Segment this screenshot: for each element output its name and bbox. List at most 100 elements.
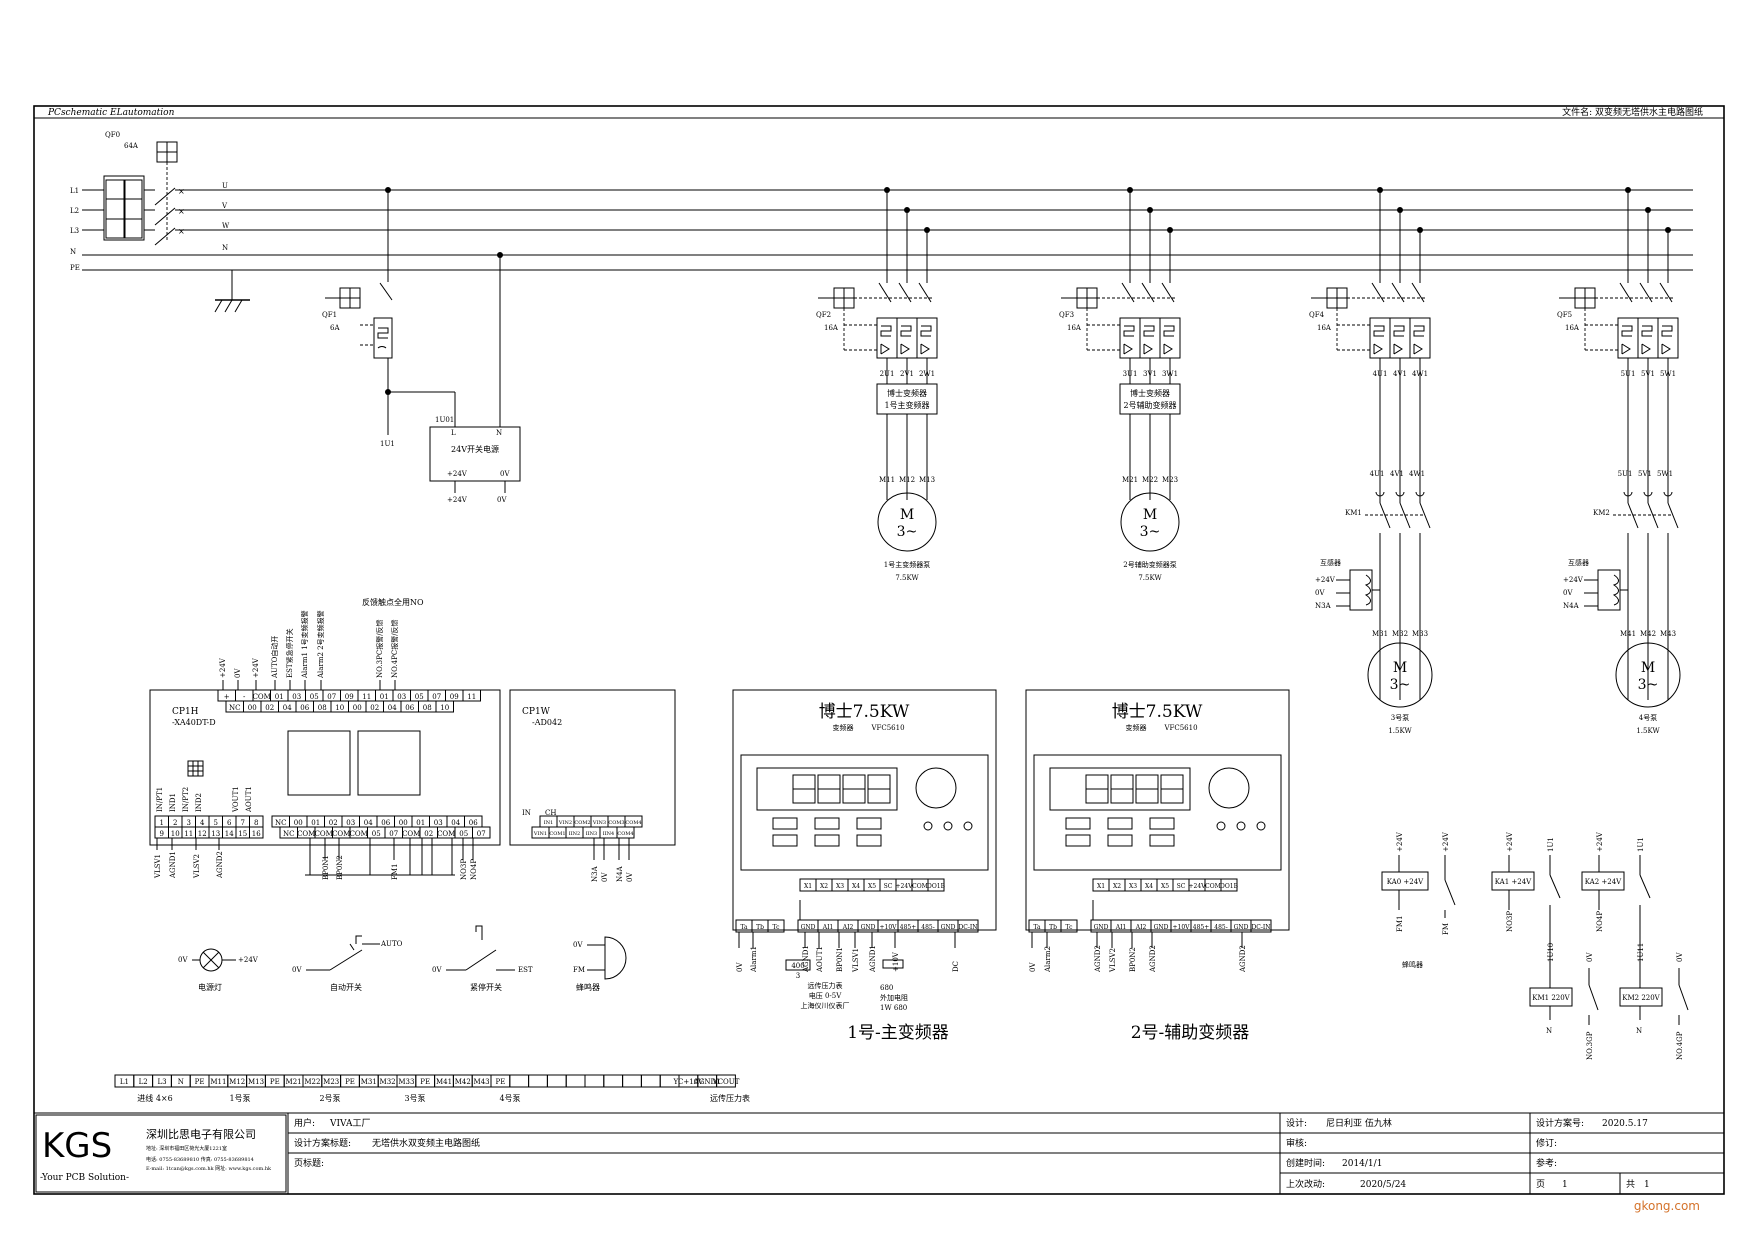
plc-top-r2-3: 02 [265, 704, 274, 712]
strip-group-6: 远传压力表 [710, 1093, 750, 1103]
plc-bot-r2-1: NC [283, 830, 294, 838]
plc-top-r1-9: 11 [362, 693, 371, 701]
ka1-right-top: 1U1 [1547, 837, 1555, 852]
branch-4-motor-icon-phase: 3~ [1638, 677, 1659, 693]
branch-3-m2: M32 [1392, 630, 1408, 638]
vfd-1-io-bot-2: Tb [756, 924, 764, 931]
ka0-top: +24V [1396, 831, 1404, 852]
plc-ai-bot-4: AGND2 [216, 851, 224, 879]
branch-1-t2: 2V1 [900, 370, 914, 378]
vfd-2-io-bot-12: DC-IN [1251, 924, 1270, 931]
bus-n-label: N [222, 244, 228, 252]
ad-r2-6: COM4 [617, 831, 633, 837]
plc-top-r2-11: 06 [405, 704, 414, 712]
plc-top-r1-14: 09 [450, 693, 459, 701]
branch-4-t3: 5W1 [1660, 370, 1676, 378]
strip-cell-21: PE [495, 1078, 505, 1086]
vfd-1-io-top-9: DO1B [927, 883, 946, 890]
ka2-bottom: NO4P [1596, 911, 1604, 932]
vfd-2-label-4: VLSV2 [1109, 948, 1117, 973]
ad-r2-1: VIN1 [533, 831, 547, 837]
vfd-1-pot-n: 3 [796, 972, 800, 980]
plc-ai-r2-3: 11 [184, 830, 193, 838]
branch-3-t2-3: 4W1 [1409, 470, 1425, 478]
strip-cell-10: M21 [286, 1078, 302, 1086]
vfd-2-caption: 2号-辅助变频器 [1131, 1023, 1250, 1043]
branch-4-name: 4号泵 [1639, 714, 1657, 722]
ad-bot-4: 0V [626, 872, 634, 882]
vfd-2-io-bot-5: AI1 [1115, 924, 1127, 931]
plc-bot-r2-2: COM [297, 830, 315, 838]
ka0-coil: KA0 +24V [1387, 878, 1424, 886]
ad-r1-6: COM4 [625, 820, 641, 826]
plc-ai-bot-2: AGND1 [169, 851, 177, 879]
psu-in-n: N [496, 429, 502, 437]
company-addr: 地址: 深圳市福田区荷光大厦1221室 [146, 1145, 227, 1152]
indicators: 0V +24V 电源灯 0V AUTO 自动开关 0V EST 紧停开关 0V … [178, 925, 627, 992]
vfd-2-label-3: AGND2 [1094, 945, 1102, 973]
project-label: 设计方案标题: [294, 1137, 351, 1149]
plc-ai-r1-2: 2 [173, 819, 177, 827]
branch-1-t1: 2U1 [880, 370, 895, 378]
lamp-r: +24V [238, 956, 259, 964]
modified-label: 上次改动: [1286, 1178, 1325, 1190]
header-right: 文件名: 双变频无塔供水主电路图纸 [1562, 106, 1703, 118]
plc-bot-label-2: BP0N2 [336, 855, 344, 880]
vfd-2-label-2: Alarm2 [1044, 946, 1052, 973]
plc-bot-r1-7: 06 [381, 819, 390, 827]
branch-3-m3: M33 [1412, 630, 1428, 638]
plc-top-r1-6: 05 [310, 693, 319, 701]
plc-model: -XA40DT-D [172, 718, 216, 727]
page-label: 页 [1536, 1179, 1545, 1190]
branch-2-qf: QF3 [1059, 311, 1074, 319]
vfd-1-body [732, 689, 997, 931]
plc-ai-r2-7: 15 [238, 830, 247, 838]
vfd-1-pot: 400 [791, 962, 804, 970]
plc-top-r1-4: 01 [275, 693, 284, 701]
branch-2-vfd-2: 2号辅助变频器 [1123, 400, 1176, 410]
branch-3-t1: 4U1 [1373, 370, 1388, 378]
plc-ai-r1-8: 8 [254, 819, 258, 827]
ad-r1-1: IN1 [544, 820, 554, 826]
strip-cell-32: AGND1 [693, 1078, 721, 1086]
plc-bot-r2-8: COM [402, 830, 420, 838]
ka2-km-bot: N [1636, 1027, 1642, 1035]
lamp-name: 电源灯 [198, 982, 222, 992]
drawing-frame [33, 105, 1725, 1195]
vfd-1-display [756, 767, 898, 811]
branch-2-vfd-1: 博士变频器 [1130, 388, 1170, 398]
company-name: 深圳比思电子有限公司 [146, 1127, 256, 1141]
plc-ai-r2-8: 16 [252, 830, 261, 838]
vfd-2-label-7: AGND2 [1239, 945, 1247, 973]
branch-4-power: 1.5KW [1636, 727, 1660, 735]
plc-bot-label-1: BP0N1 [322, 855, 330, 880]
branch-3-rating: 16A [1317, 324, 1332, 332]
plc-bot-r1-9: 01 [416, 819, 425, 827]
strip-cell-31: YC+10V [673, 1078, 705, 1086]
branch-3-name: 3号泵 [1391, 714, 1409, 722]
strip-cell-16: M33 [398, 1078, 414, 1086]
plc-top-r2-9: 02 [370, 704, 379, 712]
plc-bot-r1-1: NC [275, 819, 286, 827]
auto-switch-icon [329, 949, 363, 971]
vfd-2-display [1049, 767, 1191, 811]
psu-section: QF1 6A 1U1 1U01 L N 24V开关电源 +24V 0V +24V… [322, 187, 521, 504]
ref-label: 参考: [1536, 1157, 1557, 1169]
branch-2-m1: M21 [1122, 476, 1138, 484]
strip-cell-1: L1 [120, 1078, 129, 1086]
vfd-2-io-top-7: +24V [1189, 883, 1207, 890]
company-slogan: -Your PCB Solution- [40, 1173, 129, 1183]
strip-cell-20: M43 [474, 1078, 490, 1086]
plc-ai-r2-4: 12 [198, 830, 207, 838]
branch-3-qf: QF4 [1309, 311, 1325, 319]
strip-group-4: 3号泵 [404, 1094, 425, 1103]
vfd-1-io-bot-5: AI1 [822, 924, 834, 931]
psu-out-p: +24V [447, 470, 468, 478]
branch-3-motor-icon-m: M [1393, 660, 1407, 676]
branch-2-motor-icon-phase: 3~ [1140, 524, 1161, 540]
plc-top-r2-13: 10 [440, 704, 449, 712]
auto-name: 自动开关 [330, 982, 362, 992]
strip-group-5: 4号泵 [499, 1094, 520, 1103]
ka1-km-top: 0V [1586, 952, 1594, 962]
